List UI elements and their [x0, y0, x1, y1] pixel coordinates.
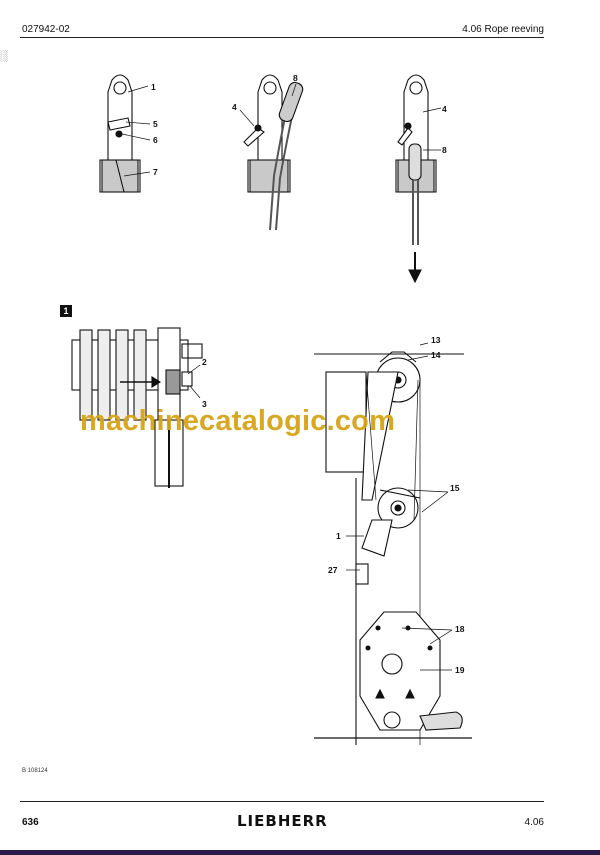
callout-3: 3	[202, 399, 207, 409]
watermark: machinecatalogic.com	[80, 405, 396, 437]
boom-head-reeving	[314, 342, 472, 745]
callout-8b: 8	[442, 145, 447, 155]
callout-4b: 4	[442, 104, 447, 114]
callout-27: 27	[328, 565, 338, 575]
callout-2: 2	[202, 357, 207, 367]
corner-bracket-icon: ░	[0, 50, 8, 62]
footer-rule	[20, 801, 544, 802]
page-number: 636	[22, 817, 39, 828]
footer-section: 4.06	[524, 817, 544, 828]
figure-code: B 108124	[22, 768, 48, 774]
bottom-bar	[0, 850, 600, 855]
callout-8: 8	[293, 73, 298, 83]
callout-5: 5	[153, 119, 158, 129]
callout-13: 13	[431, 335, 441, 345]
callout-7: 7	[153, 167, 158, 177]
document-number: 027942-02	[22, 24, 70, 35]
callout-4: 4	[232, 102, 237, 112]
header-rule	[20, 37, 544, 38]
wedge-socket-detail-2	[239, 74, 304, 231]
panel-number-badge: 1	[60, 305, 72, 317]
callout-15: 15	[450, 483, 460, 493]
callout-19: 19	[455, 665, 465, 675]
callout-18: 18	[455, 624, 465, 634]
callout-14: 14	[431, 350, 441, 360]
callout-1: 1	[151, 82, 156, 92]
section-title: 4.06 Rope reeving	[462, 24, 544, 35]
wedge-socket-detail-1	[99, 74, 151, 193]
callout-6: 6	[153, 135, 158, 145]
callout-1b: 1	[336, 531, 341, 541]
technical-drawing: 1 5 6 7 4 8 4 8	[71, 73, 472, 745]
pulley-block-detail	[71, 327, 203, 488]
brand-logo: LIEBHERR	[237, 812, 328, 830]
wedge-socket-detail-3	[395, 74, 442, 284]
